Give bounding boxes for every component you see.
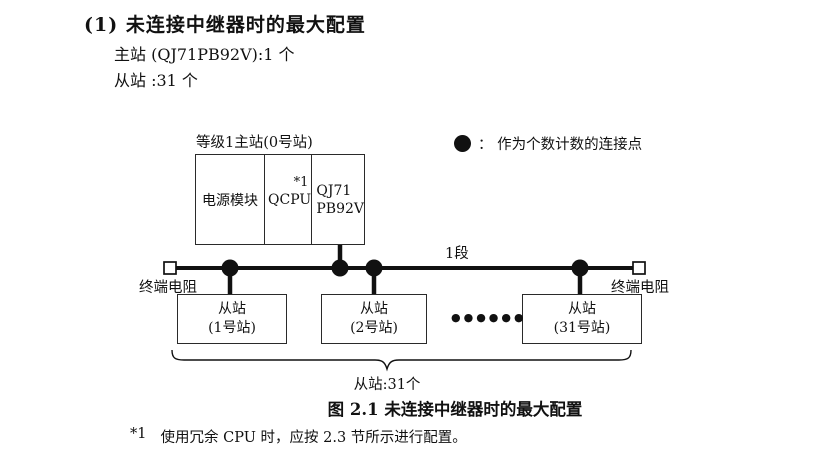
figure-caption: 图 2.1 未连接中继器时的最大配置: [327, 400, 583, 419]
slave-group-brace: [171, 349, 632, 372]
segment-label: 1段: [445, 246, 469, 262]
slave-count-line: 从站 :31 个: [114, 71, 198, 90]
legend: ： 作为个数计数的连接点: [454, 133, 642, 154]
terminal-resistor-left-icon: [163, 261, 177, 275]
slave-station-number: (31号站): [553, 320, 611, 336]
footnote-text: 使用冗余 CPU 时，应按 2.3 节所示进行配置。: [160, 430, 467, 446]
master-station-box: 电源模块 *1 QCPU QJ71 PB92V: [195, 154, 365, 245]
connection-point-slave1: [221, 259, 239, 277]
connection-point-master: [331, 259, 349, 277]
cpu-footnote-marker: *1: [293, 175, 309, 190]
cpu-module-cell: *1 QCPU: [265, 155, 313, 244]
connection-point-icon: [454, 135, 471, 152]
connection-point-slave2: [365, 259, 383, 277]
network-module-name-line1: QJ71: [316, 183, 352, 199]
network-module-cell: QJ71 PB92V: [312, 155, 364, 244]
terminal-resistor-right-label: 终端电阻: [611, 280, 669, 296]
omitted-slaves-ellipsis: ●●●●●●: [451, 311, 527, 324]
cpu-module-name: QCPU: [268, 192, 312, 208]
slave-station-1-box: 从站 (1号站): [177, 294, 287, 344]
footnote-marker: *1: [130, 426, 147, 442]
slave-station-name: 从站: [218, 301, 246, 317]
legend-text: ： 作为个数计数的连接点: [478, 137, 643, 153]
footnote: *1 使用冗余 CPU 时，应按 2.3 节所示进行配置。: [130, 426, 467, 447]
terminal-resistor-right-icon: [632, 261, 646, 275]
slave-station-2-box: 从站 (2号站): [321, 294, 427, 344]
slave-station-31-box: 从站 (31号站): [522, 294, 642, 344]
terminal-resistor-left-label: 终端电阻: [139, 280, 197, 296]
slave-station-name: 从站: [360, 301, 388, 317]
network-module-name-line2: PB92V: [316, 201, 364, 217]
master-station-label: 等级1主站(0号站): [196, 135, 313, 151]
master-count-line: 主站 (QJ71PB92V):1 个: [114, 45, 295, 64]
slave-group-count-label: 从站:31个: [353, 377, 421, 393]
slave-station-name: 从站: [568, 301, 596, 317]
slave-station-number: (1号站): [208, 320, 256, 336]
power-module-cell: 电源模块: [196, 155, 266, 244]
connection-point-slave31: [571, 259, 589, 277]
slave-station-number: (2号站): [350, 320, 398, 336]
section-heading: (1) 未连接中继器时的最大配置: [84, 14, 366, 36]
